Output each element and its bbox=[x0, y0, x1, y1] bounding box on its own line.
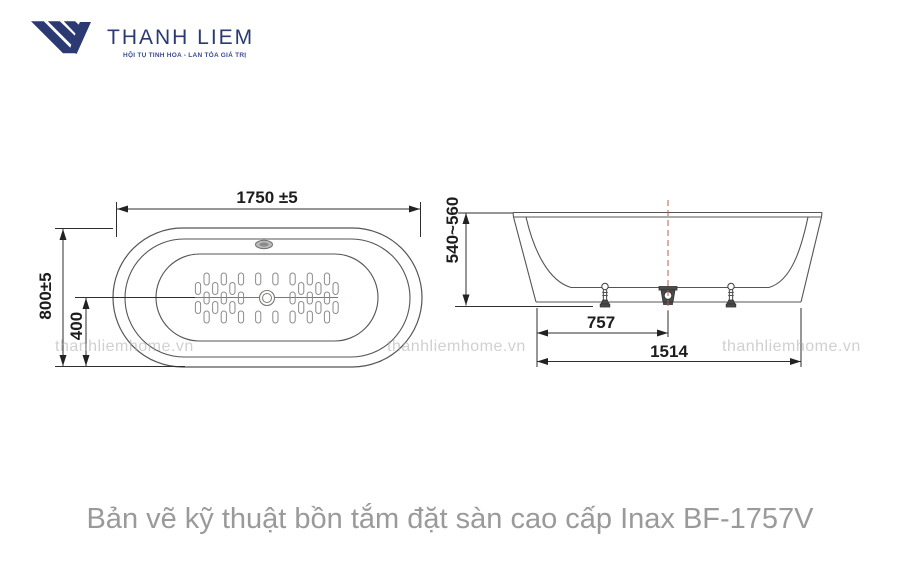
dim-400-lines bbox=[82, 298, 90, 366]
dim-label-1514: 1514 bbox=[650, 342, 688, 361]
dim-label-800: 800±5 bbox=[36, 272, 55, 320]
watermark-left: thanhliemhome.vn bbox=[55, 338, 194, 355]
dim-1750-lines bbox=[116, 202, 421, 237]
plan-drain bbox=[258, 289, 276, 307]
watermark-center: thanhliemhome.vn bbox=[387, 338, 526, 355]
brand-logo: THANH LIEM HỘI TỤ TINH HOA - LAN TỎA GIÁ… bbox=[26, 14, 256, 66]
dim-1514-lines bbox=[537, 358, 801, 365]
watermark-right: thanhliemhome.vn bbox=[722, 338, 861, 355]
left-foot bbox=[599, 282, 611, 308]
brand-logo-icon bbox=[31, 21, 91, 54]
brand-name: THANH LIEM bbox=[107, 26, 255, 49]
right-foot bbox=[725, 282, 737, 308]
dim-757-lines bbox=[537, 329, 668, 337]
caption-title: Bản vẽ kỹ thuật bồn tắm đặt sàn cao cấp … bbox=[86, 503, 814, 535]
dim-540-lines bbox=[458, 212, 513, 306]
dim-label-757: 757 bbox=[586, 313, 616, 332]
anti-slip-pattern bbox=[194, 272, 339, 324]
brand-tagline: HỘI TỤ TINH HOA - LAN TỎA GIÁ TRỊ bbox=[123, 52, 247, 59]
overflow-fitting bbox=[255, 239, 273, 250]
dim-label-540-560: 540~560 bbox=[443, 196, 462, 264]
dim-label-1750: 1750 ±5 bbox=[236, 188, 298, 207]
dim-800-lines bbox=[55, 228, 185, 367]
